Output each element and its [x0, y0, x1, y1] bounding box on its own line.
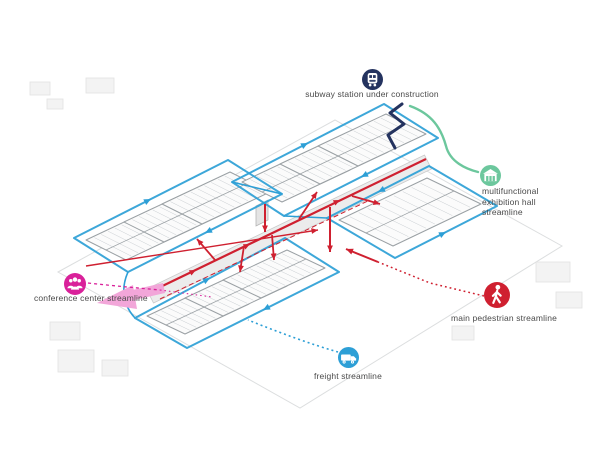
main-pedestrian-icon — [484, 282, 510, 308]
freight-label: freight streamline — [314, 371, 382, 381]
freight-streamline — [73, 103, 498, 353]
truck-icon — [341, 354, 357, 364]
context-layer — [29, 77, 583, 409]
exhibition-hall-label-line3: streamline — [482, 207, 523, 217]
exhibition-hall-label: multifunctional exhibition hall streamli… — [482, 186, 539, 218]
freight-icon-badge — [338, 347, 359, 368]
conference-streamline — [87, 282, 213, 309]
pedestrian-icon — [491, 284, 502, 304]
train-icon — [367, 72, 378, 87]
subway-station-icon — [362, 69, 383, 90]
exhibition-hall-label-line1: multifunctional — [482, 186, 539, 196]
exhibition-streamline — [408, 104, 480, 174]
main-pedestrian-label: main pedestrian streamline — [451, 313, 557, 323]
people-icon — [67, 277, 83, 290]
subway-streamline — [386, 102, 406, 150]
conference-center-icon — [64, 273, 86, 295]
hall-icon — [483, 168, 498, 182]
subway-station-label: subway station under construction — [305, 89, 439, 99]
exhibition-hall-label-line2: exhibition hall — [482, 196, 536, 207]
pedestrian-streamline — [85, 158, 485, 300]
exhibition-hall-icon — [480, 165, 501, 186]
conference-center-label: conference center streamline — [34, 293, 148, 303]
